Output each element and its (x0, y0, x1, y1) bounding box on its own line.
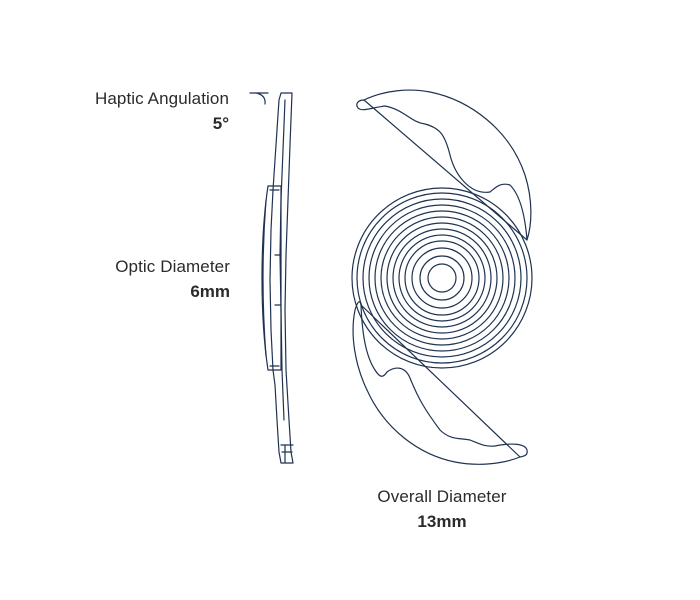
optic-diameter-value: 6mm (190, 282, 230, 301)
optic-ring-12 (419, 255, 465, 301)
optic-ring-3 (362, 198, 522, 358)
side-profile-view (249, 92, 294, 464)
optic-ring-9 (398, 234, 486, 322)
optic-ring-5 (374, 210, 510, 346)
angulation-indicator (249, 92, 269, 105)
haptic-top (356, 89, 532, 241)
optic-ring-4 (368, 204, 516, 352)
optic-ring-1 (351, 187, 533, 369)
front-view (351, 89, 533, 465)
optic-profile-line (269, 189, 282, 367)
optic-diameter-name: Optic Diameter (115, 257, 230, 276)
optic-ring-8 (392, 228, 492, 328)
optic-ring-2 (356, 192, 528, 364)
optic-ring-7 (386, 222, 498, 334)
optic-ring-13 (427, 263, 457, 293)
optic-profile-edge (262, 199, 267, 357)
haptic-angulation-label: Haptic Angulation 5° (95, 89, 229, 134)
optic-rings (351, 187, 533, 369)
optic-ring-6 (380, 216, 504, 340)
haptic-profile (269, 92, 294, 464)
overall-diameter-value: 13mm (417, 512, 467, 531)
optic-diameter-label: Optic Diameter 6mm (115, 257, 230, 302)
haptic-angulation-value: 5° (212, 114, 229, 133)
optic-ring-10 (404, 240, 480, 316)
overall-diameter-name: Overall Diameter (377, 487, 507, 506)
optic-ring-11 (411, 247, 473, 309)
overall-diameter-label: Overall Diameter 13mm (342, 487, 542, 532)
haptic-angulation-name: Haptic Angulation (94, 89, 229, 108)
haptic-profile-foot (280, 444, 294, 464)
